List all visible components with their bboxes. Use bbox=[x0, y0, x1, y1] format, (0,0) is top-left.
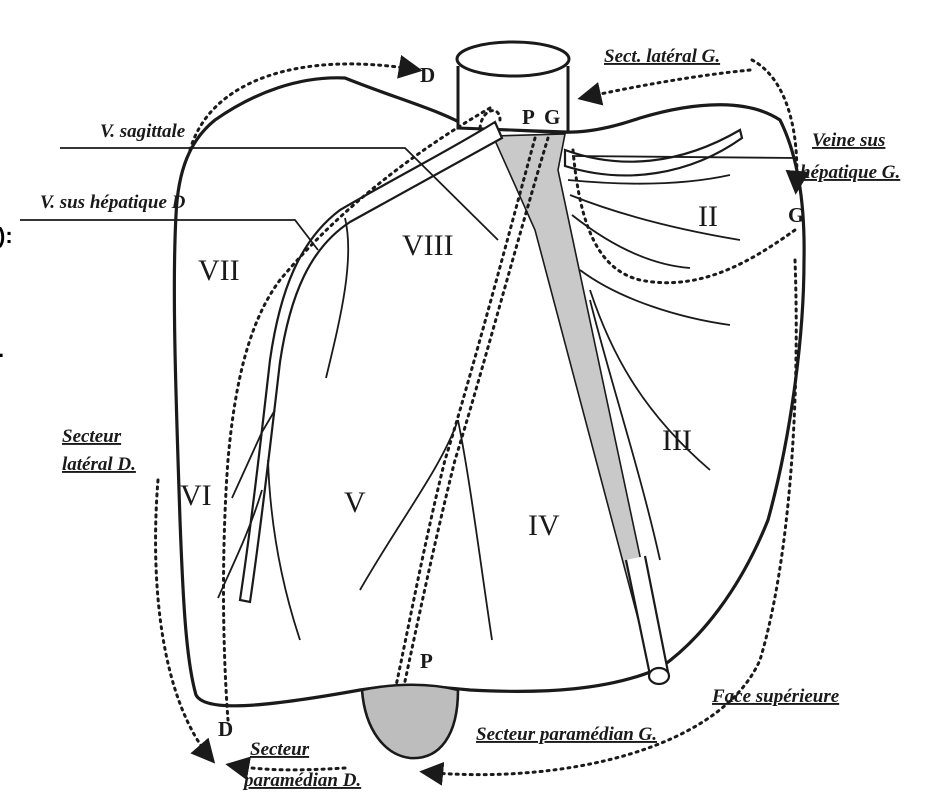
edge-text-fragment-2: . bbox=[0, 337, 4, 362]
lhv-branch-1 bbox=[568, 175, 730, 184]
round-ligament bbox=[626, 556, 669, 684]
leader-v-sus-hepatique-d bbox=[20, 220, 318, 250]
rhv-branch-1 bbox=[326, 218, 348, 378]
label-veine-sus-line1: Veine sus bbox=[812, 130, 885, 151]
arrow-sect-lateral-g bbox=[582, 70, 750, 98]
label-v-sagittale: V. sagittale bbox=[100, 121, 186, 142]
gallbladder bbox=[362, 685, 458, 758]
marker-p-top: P bbox=[522, 105, 535, 129]
label-sect-lateral-g: Sect. latéral G. bbox=[604, 46, 720, 67]
mhv-branch-1 bbox=[360, 420, 458, 590]
marker-g-top: G bbox=[544, 105, 560, 129]
mhv-branch-2 bbox=[458, 420, 492, 640]
right-hepatic-vein bbox=[240, 122, 502, 602]
arrow-top-d bbox=[190, 64, 418, 150]
rhv-branch-3 bbox=[268, 460, 300, 640]
segment-vi: VI bbox=[180, 479, 212, 512]
segment-iii: III bbox=[662, 424, 692, 457]
segment-v: V bbox=[344, 486, 366, 519]
marker-d-top: D bbox=[420, 63, 435, 87]
label-secteur-lateral-d-line2: latéral D. bbox=[62, 454, 136, 475]
marker-d-bottom: D bbox=[218, 717, 233, 741]
lhv-branch-3 bbox=[572, 215, 690, 268]
label-face-superieure: Face supérieure bbox=[711, 686, 840, 707]
segment-iv: IV bbox=[528, 509, 560, 542]
marker-g-right: G bbox=[788, 203, 804, 227]
label-v-sus-hepatique-d: V. sus hépatique D bbox=[40, 192, 186, 213]
left-hepatic-vein bbox=[565, 130, 742, 175]
label-veine-sus-line2: hépatique G. bbox=[800, 162, 900, 183]
segment-viii: VIII bbox=[402, 229, 454, 262]
label-secteur-paramedian-g: Secteur paramédian G. bbox=[476, 724, 657, 745]
edge-text-fragment: ): bbox=[0, 223, 13, 248]
label-secteur-paramedian-d-line2: paramédian D. bbox=[242, 770, 361, 791]
marker-p-bottom: P bbox=[420, 649, 433, 673]
segment-vii: VII bbox=[198, 254, 240, 287]
label-secteur-paramedian-d-line1: Secteur bbox=[250, 739, 310, 760]
leader-veine-sus-hepatique-g bbox=[572, 156, 798, 158]
label-secteur-lateral-d-line1: Secteur bbox=[62, 426, 122, 447]
middle-hepatic-vein-dotted-2 bbox=[396, 138, 535, 686]
middle-hepatic-vein-dotted bbox=[404, 138, 548, 686]
arrow-right-g bbox=[752, 60, 797, 190]
segment-ii: II bbox=[698, 200, 718, 233]
